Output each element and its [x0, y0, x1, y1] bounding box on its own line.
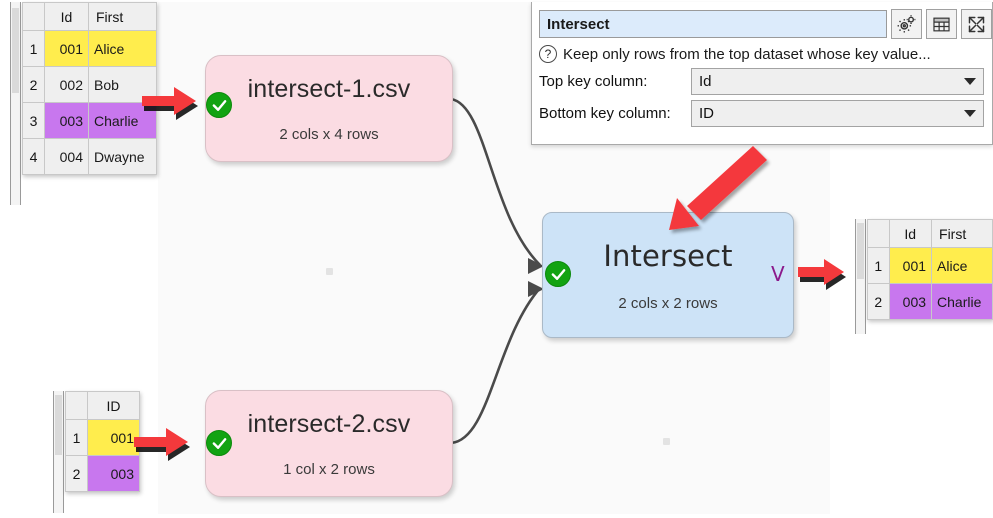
status-ok-icon-intersect-1[interactable] [206, 92, 232, 118]
help-hint-text: Keep only rows from the top dataset whos… [563, 45, 931, 63]
item-settings-panel[interactable]: Intersect [531, 2, 993, 145]
row-number: 1 [867, 247, 890, 284]
canvas-grid-dot [663, 438, 670, 445]
bottom-key-column-row: Bottom key column: ID [539, 100, 992, 127]
table-header-row: ID [65, 391, 140, 420]
panel-toolbar-row: Intersect [532, 2, 992, 39]
cell-id[interactable]: 002 [44, 66, 89, 103]
table-header-row: Id First [22, 2, 157, 31]
cell-first[interactable]: Alice [88, 30, 157, 67]
row-number: 2 [65, 455, 88, 492]
table-header-cell: First [931, 219, 993, 248]
cell-id[interactable]: 001 [87, 419, 140, 456]
table-row: 1 001 Alice [22, 30, 157, 67]
node-intersect-operation[interactable]: Intersect 2 cols x 2 rows [542, 212, 794, 338]
table-header-cell: Id [44, 2, 89, 31]
table-header-cell [65, 391, 88, 420]
expand-icon-glyph [968, 16, 985, 32]
status-ok-icon-intersect-operation[interactable] [545, 261, 571, 287]
table-header-cell [867, 219, 890, 248]
cell-first[interactable]: Charlie [931, 283, 993, 320]
row-number: 3 [22, 102, 45, 139]
table-source-intersect-1[interactable]: Id First 1 001 Alice 2 002 Bob 3 003 Cha… [22, 2, 157, 175]
top-key-column-label: Top key column: [539, 73, 648, 90]
cell-id[interactable]: 001 [888, 247, 933, 284]
node-title: intersect-1.csv [247, 74, 411, 103]
table-row: 2 003 Charlie [867, 283, 993, 320]
data-table: Id First 1 001 Alice 2 003 Charlie [867, 219, 993, 320]
scrollbar-thumb[interactable] [55, 395, 62, 455]
node-intersect-2[interactable]: intersect-2.csv 1 col x 2 rows [205, 390, 453, 497]
data-table: ID 1 001 2 003 [65, 391, 140, 492]
table-row: 1 001 [65, 419, 140, 456]
cell-first[interactable]: Dwayne [88, 138, 157, 175]
row-number: 1 [65, 419, 88, 456]
cell-id[interactable]: 003 [888, 283, 933, 320]
table-row: 1 001 Alice [867, 247, 993, 284]
table-source-intersect-2[interactable]: ID 1 001 2 003 [65, 391, 140, 492]
table-header-cell: Id [888, 219, 933, 248]
node-output-marker[interactable]: V [771, 262, 785, 286]
cell-id[interactable]: 003 [44, 102, 89, 139]
item-name-input[interactable]: Intersect [539, 10, 887, 38]
scrollbar-thumb[interactable] [857, 223, 864, 279]
table-scrollbar-top-left[interactable] [10, 2, 21, 205]
gears-icon-glyph [897, 14, 916, 33]
top-key-column-row: Top key column: Id [539, 68, 992, 95]
expand-icon[interactable] [961, 9, 992, 39]
table-icon-glyph [933, 17, 950, 31]
node-intersect-1[interactable]: intersect-1.csv 2 cols x 4 rows [205, 55, 453, 162]
row-number: 1 [22, 30, 45, 67]
table-header-cell: First [88, 2, 157, 31]
table-header-cell [22, 2, 45, 31]
table-scrollbar-bottom-left[interactable] [53, 391, 64, 513]
cell-first[interactable]: Charlie [88, 102, 157, 139]
row-number: 4 [22, 138, 45, 175]
node-subtitle: 2 cols x 2 rows [618, 294, 718, 312]
scrollbar-thumb[interactable] [12, 8, 19, 93]
node-title: Intersect [603, 238, 733, 273]
cell-id[interactable]: 004 [44, 138, 89, 175]
cell-first[interactable]: Alice [931, 247, 993, 284]
canvas-grid-dot [326, 268, 333, 275]
table-output-intersect[interactable]: Id First 1 001 Alice 2 003 Charlie [867, 219, 993, 320]
bottom-key-column-label: Bottom key column: [539, 105, 671, 122]
top-key-column-select[interactable]: Id [691, 68, 984, 95]
table-header-row: Id First [867, 219, 993, 248]
chevron-down-icon [964, 110, 976, 117]
table-row: 2 002 Bob [22, 66, 157, 103]
row-number: 2 [867, 283, 890, 320]
help-hint-row[interactable]: ? Keep only rows from the top dataset wh… [539, 45, 992, 63]
bottom-key-column-value: ID [699, 105, 714, 122]
cell-first[interactable]: Bob [88, 66, 157, 103]
status-ok-icon-intersect-2[interactable] [206, 430, 232, 456]
node-title: intersect-2.csv [247, 409, 411, 438]
table-row: 3 003 Charlie [22, 102, 157, 139]
question-mark-icon[interactable]: ? [539, 45, 557, 63]
table-header-cell: ID [87, 391, 140, 420]
cell-id[interactable]: 001 [44, 30, 89, 67]
node-subtitle: 1 col x 2 rows [283, 460, 375, 478]
bottom-key-column-select[interactable]: ID [691, 100, 984, 127]
cell-id[interactable]: 003 [87, 455, 140, 492]
table-scrollbar-output[interactable] [855, 219, 866, 334]
top-key-column-value: Id [699, 73, 712, 90]
table-icon[interactable] [926, 9, 957, 39]
chevron-down-icon [964, 78, 976, 85]
table-row: 2 003 [65, 455, 140, 492]
node-subtitle: 2 cols x 4 rows [279, 125, 379, 143]
data-table: Id First 1 001 Alice 2 002 Bob 3 003 Cha… [22, 2, 157, 175]
gears-icon[interactable] [891, 9, 922, 39]
table-row: 4 004 Dwayne [22, 138, 157, 175]
row-number: 2 [22, 66, 45, 103]
